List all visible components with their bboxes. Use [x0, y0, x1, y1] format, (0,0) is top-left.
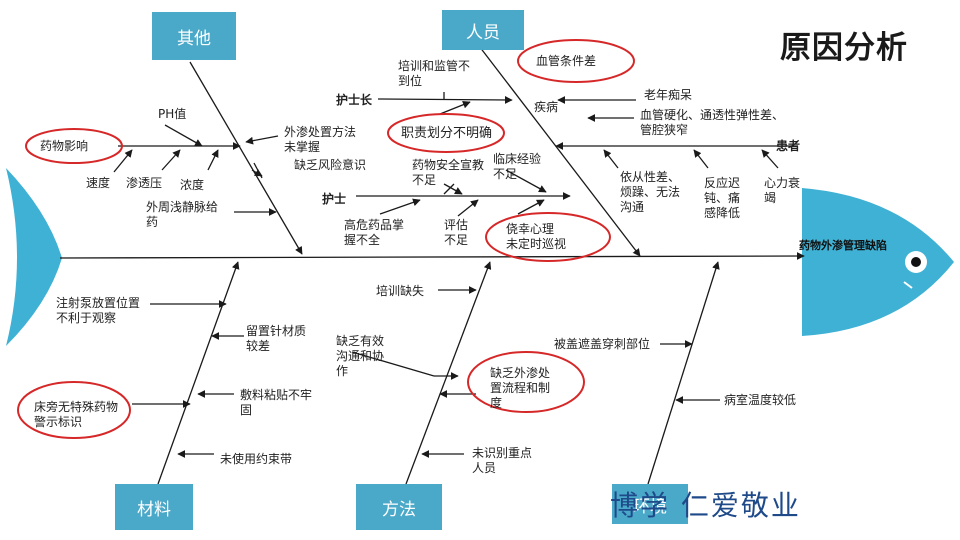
spine — [59, 252, 805, 260]
category-method: 方法 — [356, 484, 442, 530]
highlight-drug-effect — [25, 128, 123, 164]
label-head-nurse: 护士长 — [336, 93, 373, 107]
label-concentration: 浓度 — [180, 178, 205, 192]
label-nurse: 护士 — [322, 192, 347, 206]
label-method-training: 培训缺失 — [376, 284, 425, 298]
label-slow: 反应迟 钝、痛 感降低 — [704, 176, 741, 220]
motto-text: 博学 仁爱敬业 — [610, 489, 801, 522]
highlight-warning — [17, 381, 131, 439]
label-osmotic: 渗透压 — [126, 176, 163, 190]
label-experience: 临床经验 不足 — [493, 152, 542, 181]
label-ph: PH值 — [158, 107, 187, 121]
label-people-training: 培训和监管不 到位 — [398, 59, 471, 88]
label-covered: 被盖遮盖穿刺部位 — [554, 337, 651, 351]
label-identify: 未识别重点 人员 — [472, 446, 533, 475]
highlight-luck — [485, 212, 611, 262]
label-needle: 留置针材质 较差 — [246, 324, 307, 353]
problem-label: 药物外渗管理缺陷 — [799, 239, 887, 252]
category-people: 人员 — [442, 10, 524, 50]
label-peripheral: 外周浅静脉给 药 — [146, 200, 219, 229]
label-restraint: 未使用约束带 — [220, 452, 293, 466]
label-luck: 侥幸心理 未定时巡视 — [506, 222, 567, 251]
label-assessment: 评估 不足 — [444, 218, 469, 247]
category-material: 材料 — [115, 484, 193, 530]
label-vessel: 血管条件差 — [536, 54, 597, 68]
page-title: 原因分析 — [780, 30, 908, 66]
bone-material — [157, 261, 240, 485]
bone-method — [405, 261, 492, 485]
label-dressing: 敷料粘贴不牢 固 — [240, 388, 313, 417]
label-warning: 床旁无特殊药物 警示标识 — [34, 400, 119, 429]
label-speed: 速度 — [86, 176, 111, 190]
label-drug-effect: 药物影响 — [40, 139, 89, 153]
label-pump: 注射泵放置位置 不利于观察 — [56, 296, 141, 325]
highlight-duty — [387, 113, 505, 153]
fish-tail — [6, 168, 62, 346]
label-dementia: 老年痴呆 — [644, 88, 693, 102]
fish-head — [802, 188, 954, 336]
label-disease: 疾病 — [534, 100, 559, 114]
bone-environment — [647, 261, 720, 485]
category-environment: 环境 — [612, 484, 688, 524]
label-handling: 外渗处置方法 未掌握 — [284, 125, 357, 154]
label-temperature: 病室温度较低 — [724, 393, 797, 407]
label-compliance: 依从性差、 烦躁、无法 沟通 — [620, 170, 681, 214]
category-other: 其他 — [152, 12, 236, 60]
highlight-vessel — [517, 39, 635, 83]
highlight-process — [467, 351, 585, 413]
label-patient: 患者 — [776, 139, 801, 153]
label-risk: 缺乏风险意识 — [294, 158, 367, 172]
label-duty: 职责划分不明确 — [401, 126, 493, 141]
label-safety-edu: 药物安全宣教 不足 — [412, 158, 485, 187]
label-process: 缺乏外渗处 置流程和制 度 — [490, 366, 551, 410]
label-hardening: 血管硬化、通透性弹性差、 管腔狭窄 — [640, 108, 785, 137]
label-communication: 缺乏有效 沟通和协 作 — [336, 334, 385, 378]
bone-other — [189, 61, 303, 255]
label-high-risk: 高危药品掌 握不全 — [344, 218, 405, 247]
label-heart: 心力衰 竭 — [764, 176, 801, 205]
